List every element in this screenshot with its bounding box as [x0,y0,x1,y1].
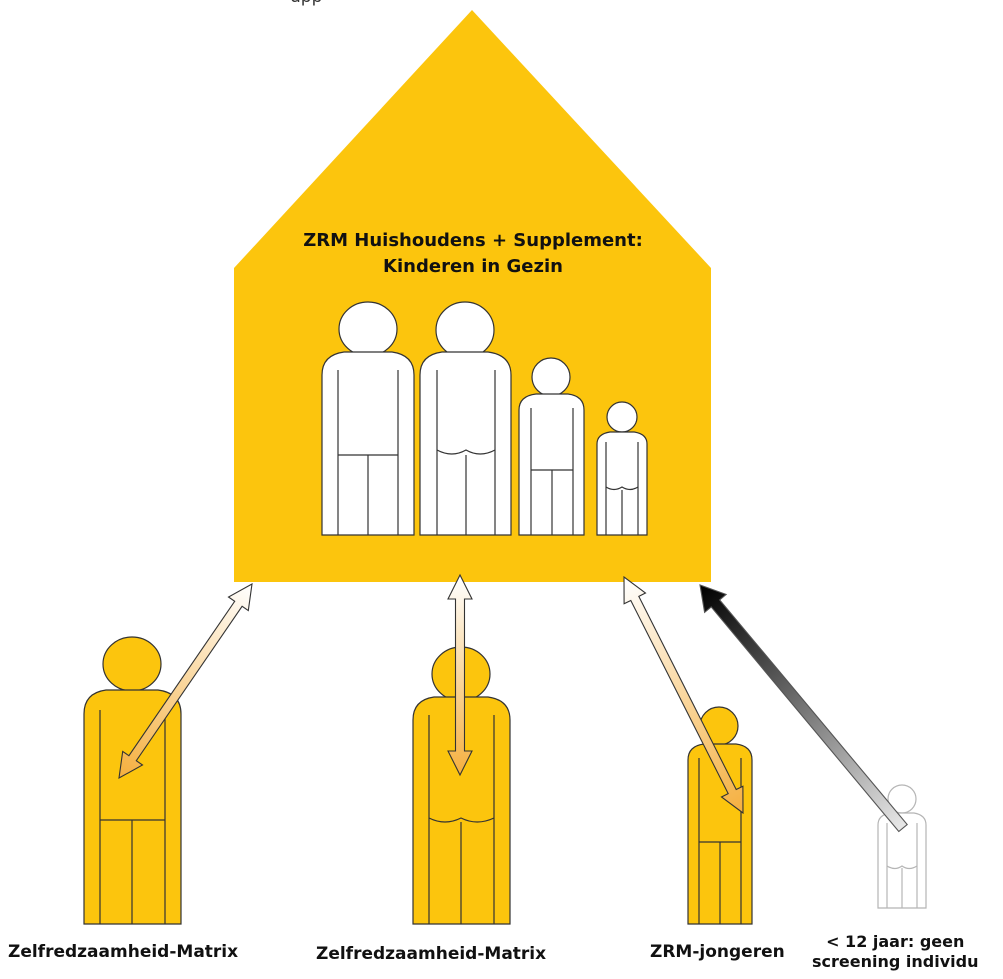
family-group [321,301,648,536]
family-child-1-icon [518,357,585,536]
family-adult-2-icon [419,301,512,536]
arrow-individual-4-house [699,584,908,833]
arrow-individual-2-house [447,573,473,777]
individual-label-1: Zelfredzaamheid-Matrix [8,942,239,962]
individual-youth-icon [687,706,753,925]
individual-label-4-line-2: screening individu [812,952,979,971]
individual-label-4: < 12 jaar: geen screening individu [812,932,978,972]
arrow-individual-3-house [623,575,744,815]
house-title-line-2: Kinderen in Gezin [383,256,563,277]
house-title-line-1: ZRM Huishoudens + Supplement: [303,230,643,251]
arrow-individual-1-house [118,582,253,780]
individual-adult-1-icon [83,636,182,925]
family-adult-1-icon [321,301,415,536]
family-child-2-icon [596,401,648,536]
individual-label-2: Zelfredzaamheid-Matrix [316,944,547,964]
house-title: ZRM Huishoudens + Supplement: Kinderen i… [234,228,712,280]
individual-label-4-line-1: < 12 jaar: geen [826,932,965,951]
top-text-fragment: upp [290,0,322,7]
individual-child-icon [877,784,927,909]
individual-label-3: ZRM-jongeren [650,942,785,962]
